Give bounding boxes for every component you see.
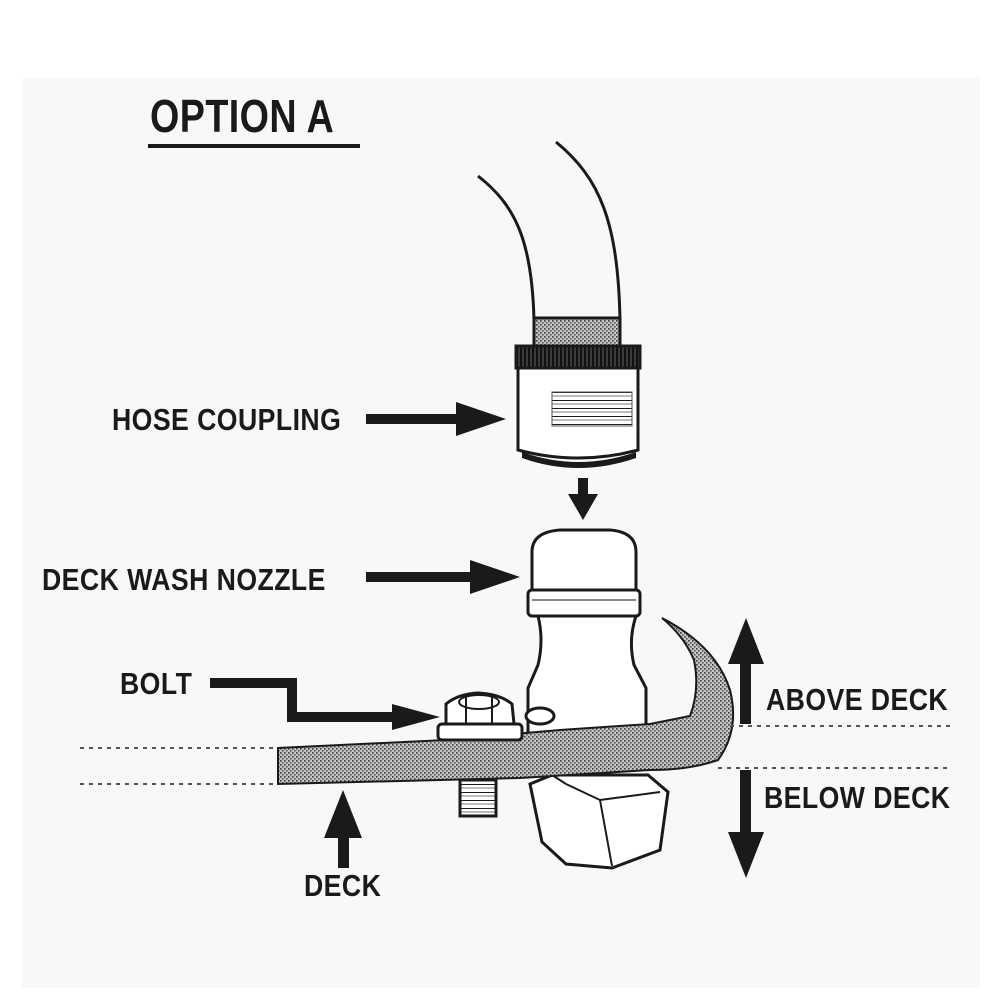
deck-label: DECK xyxy=(304,868,382,903)
nozzle-hex-nut xyxy=(528,773,670,870)
bolt-label: BOLT xyxy=(120,666,193,701)
nozzle-cap xyxy=(530,528,638,594)
hose-left-edge xyxy=(477,174,536,321)
hose-right-edge xyxy=(555,140,622,321)
paper-background xyxy=(22,78,980,988)
nozzle-side-port xyxy=(524,706,556,726)
bolt-thread xyxy=(458,778,498,818)
hose-coupling-label: HOSE COUPLING xyxy=(112,402,342,437)
nozzle-ring xyxy=(526,588,642,618)
above-deck-label: ABOVE DECK xyxy=(766,682,949,717)
diagram-title: OPTION A xyxy=(150,90,335,142)
bolt-arrow-icon xyxy=(210,678,440,730)
connect-arrow-icon xyxy=(568,478,598,520)
deck-wash-nozzle-label: DECK WASH NOZZLE xyxy=(42,562,326,597)
below-deck-arrow-icon xyxy=(728,770,764,878)
deck-arrow-icon xyxy=(324,790,362,868)
deck-wash-nozzle xyxy=(524,528,670,870)
nozzle-arrow-icon xyxy=(366,560,520,594)
hose-coupling-arrow-icon xyxy=(366,402,506,436)
coupling-knurled-ring xyxy=(514,344,642,370)
above-deck-arrow-icon xyxy=(728,618,764,724)
below-deck-label: BELOW DECK xyxy=(764,780,951,815)
coupling-label-plate xyxy=(551,391,633,427)
hose-coupling xyxy=(514,344,642,468)
bolt xyxy=(436,691,524,818)
deck-level-lines xyxy=(80,725,950,785)
bolt-washer xyxy=(436,722,524,742)
coupling-bottom-rim xyxy=(522,452,636,468)
hose xyxy=(477,140,622,321)
title-underline xyxy=(148,144,360,148)
deck-plate xyxy=(277,617,735,786)
